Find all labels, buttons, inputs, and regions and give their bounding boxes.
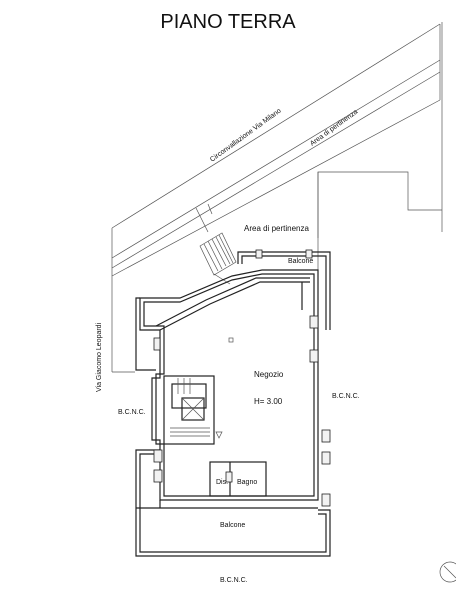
ceiling-mark bbox=[228, 337, 234, 343]
street-north-label: Circonvallazione Via Milano bbox=[209, 107, 283, 163]
pertinence-strip-label: Area di pertinenza bbox=[309, 108, 359, 147]
west-balcony bbox=[135, 297, 161, 371]
balcony-bottom bbox=[135, 449, 331, 557]
shop-walls bbox=[139, 269, 319, 501]
north-marker bbox=[439, 561, 456, 583]
bagno-label: Bagno bbox=[237, 479, 257, 486]
negozio-label: Negozio bbox=[254, 370, 284, 379]
property-boundary bbox=[317, 171, 442, 372]
bathroom bbox=[209, 461, 267, 497]
stairwell bbox=[163, 375, 223, 445]
left-boundary bbox=[111, 276, 135, 373]
balcony-top bbox=[237, 249, 331, 330]
street-strip bbox=[111, 22, 443, 277]
dis-label: Dis. bbox=[216, 479, 228, 486]
bcnc-bottom-label: B.C.N.C. bbox=[220, 577, 248, 584]
plan-title: PIANO TERRA bbox=[160, 11, 296, 33]
street-west-label: Via Giacomo Leopardi bbox=[96, 322, 103, 392]
window-marks bbox=[153, 315, 331, 507]
pertinence-label: Area di pertinenza bbox=[244, 224, 309, 233]
balcone-top-label: Balcone bbox=[288, 258, 313, 265]
height-label: H= 3.00 bbox=[254, 397, 283, 406]
bcnc-left-label: B.C.N.C. bbox=[118, 409, 146, 416]
bcnc-right-label: B.C.N.C. bbox=[332, 393, 360, 400]
entrance-stair bbox=[195, 203, 237, 285]
balcone-bottom-label: Balcone bbox=[220, 522, 245, 529]
